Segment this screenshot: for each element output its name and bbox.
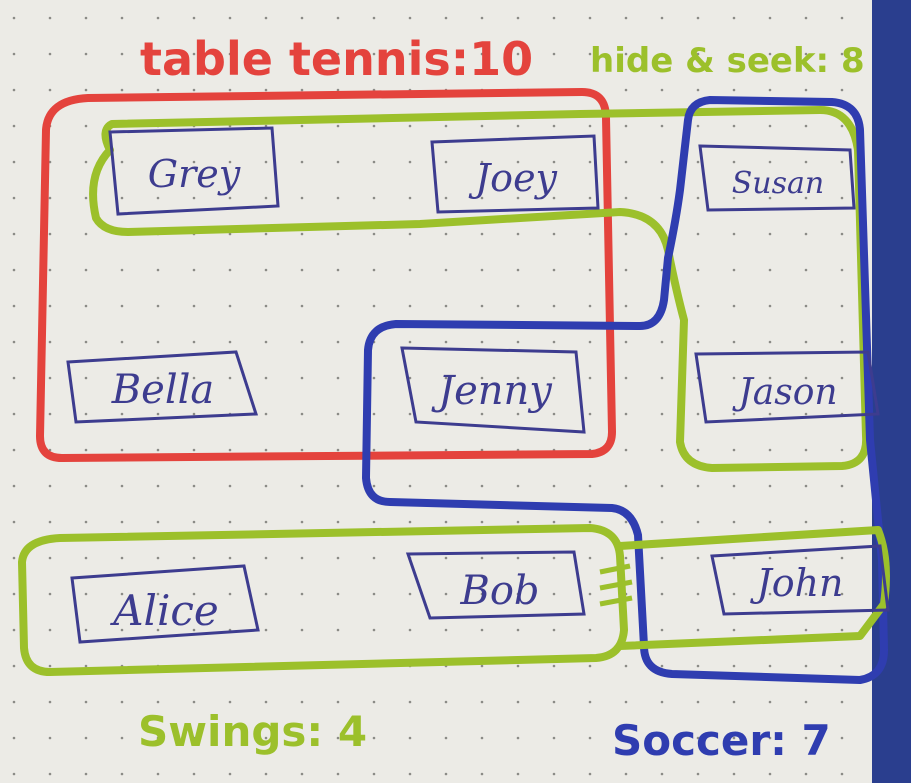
- soccer-outline: [362, 96, 888, 684]
- name-alice: Alice: [109, 586, 219, 635]
- name-box-jason: Jason: [694, 350, 880, 424]
- name-john: John: [749, 561, 843, 605]
- notebook-edge: [872, 0, 911, 783]
- name-bella: Bella: [111, 367, 215, 413]
- label-soccer: Soccer: 7: [612, 716, 831, 765]
- name-jenny: Jenny: [431, 368, 553, 414]
- swings-hatch-marks: [599, 563, 633, 607]
- label-hide-seek: hide & seek: 8: [590, 41, 865, 81]
- name-box-susan: Susan: [698, 144, 856, 212]
- name-box-jenny: Jenny: [400, 346, 586, 434]
- name-box-grey: Grey: [108, 126, 280, 216]
- hide-seek-outline: [89, 106, 871, 472]
- name-box-joey: Joey: [430, 134, 600, 214]
- name-box-alice: Alice: [70, 564, 260, 644]
- swings-outline: [18, 524, 628, 676]
- name-box-bob: Bob: [405, 550, 586, 620]
- name-box-bella: Bella: [66, 350, 259, 424]
- name-jason: Jason: [731, 372, 837, 413]
- table-tennis-outline: [36, 88, 616, 462]
- swings-john-link: [619, 526, 890, 650]
- name-box-john: John: [710, 544, 890, 616]
- name-grey: Grey: [148, 152, 241, 196]
- label-swings: Swings: 4: [138, 707, 367, 756]
- label-table-tennis: table tennis:10: [140, 32, 533, 86]
- name-susan: Susan: [732, 166, 824, 201]
- name-bob: Bob: [459, 568, 539, 614]
- name-joey: Joey: [468, 156, 558, 200]
